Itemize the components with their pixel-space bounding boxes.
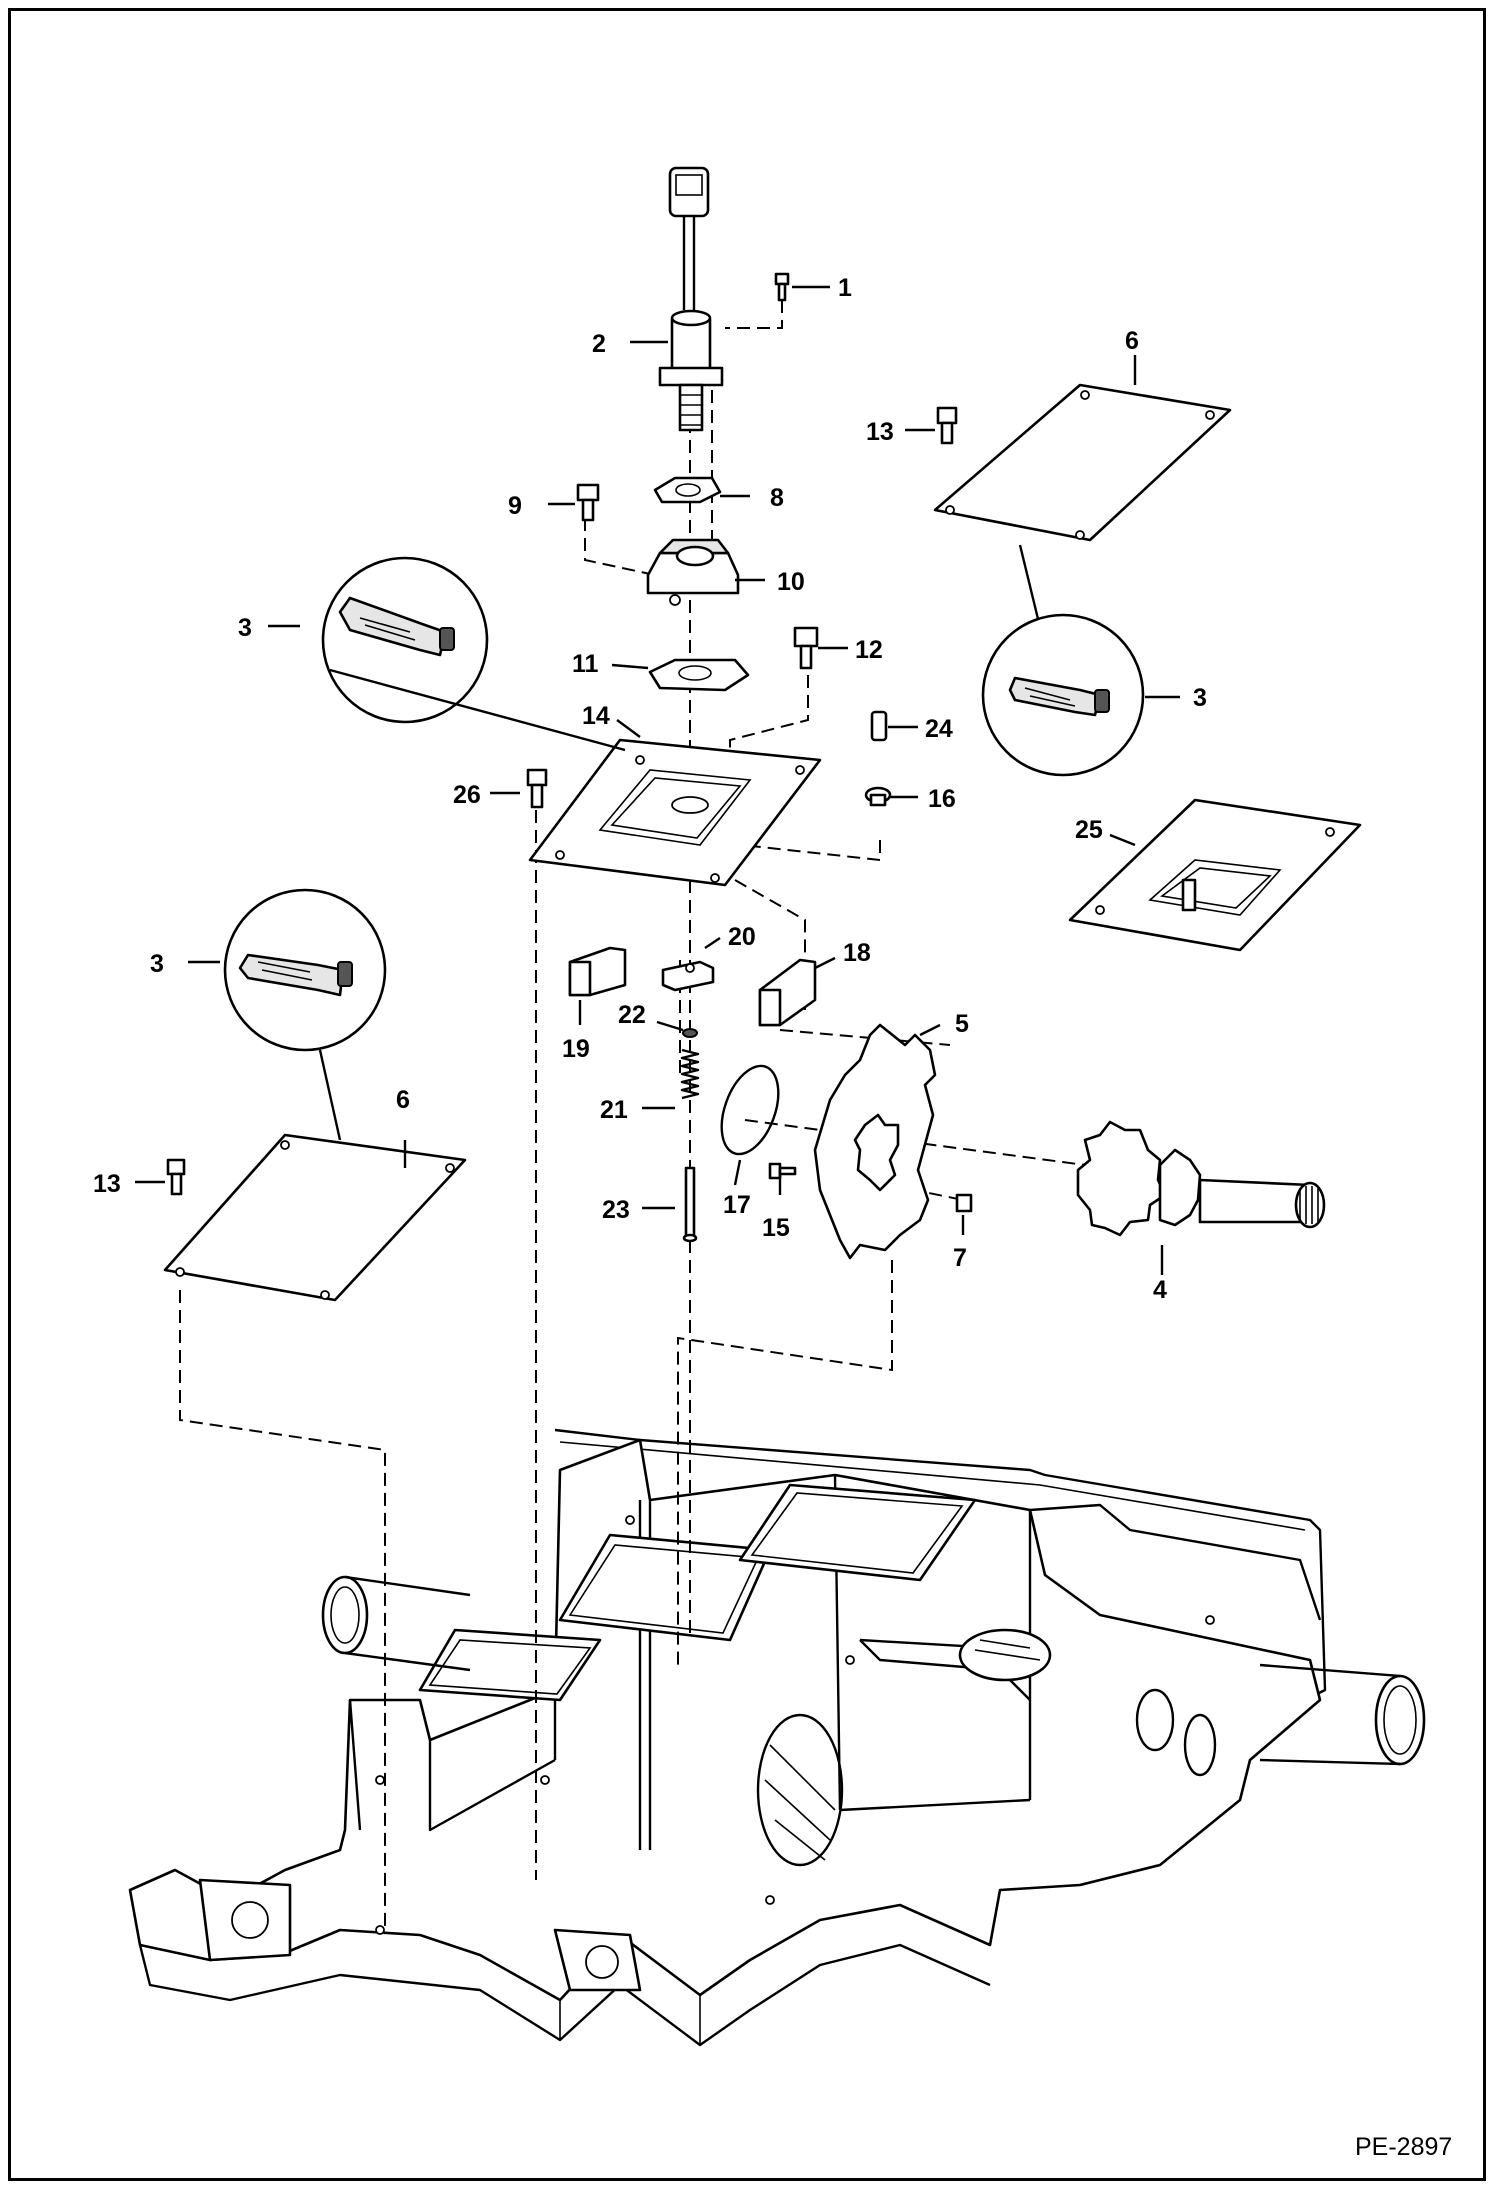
callout-9: 9 <box>508 492 522 520</box>
callout-22: 22 <box>618 1001 646 1029</box>
callout-leaders <box>135 285 1180 1275</box>
pin-part-24 <box>870 710 888 742</box>
pin-part-23 <box>682 1166 698 1243</box>
valve-body-part-10 <box>646 538 740 606</box>
spring-part-21 <box>680 1048 700 1100</box>
disc-part-5 <box>813 1023 937 1260</box>
bolt-part-9 <box>576 483 600 522</box>
callout-2: 2 <box>592 330 606 358</box>
callout-3a: 3 <box>238 614 252 642</box>
callout-3c: 3 <box>150 950 164 978</box>
callout-13b: 13 <box>93 1170 121 1198</box>
cover-plate-part-6-upper <box>933 383 1232 542</box>
bolt-part-26 <box>526 768 548 809</box>
sealant-tube-callout-lower-left <box>223 888 387 1141</box>
gasket-part-11 <box>648 658 750 692</box>
callout-8: 8 <box>770 484 784 512</box>
bolt-part-12 <box>793 626 819 670</box>
snap-ring-part-17 <box>720 1064 780 1156</box>
washer-part-22 <box>682 1028 698 1038</box>
callout-10: 10 <box>777 568 805 596</box>
callout-23: 23 <box>602 1196 630 1224</box>
bolt-part-13-upper <box>936 406 958 445</box>
chassis-frame <box>128 1428 1426 2047</box>
callout-12: 12 <box>855 636 883 664</box>
callout-26: 26 <box>453 781 481 809</box>
callout-6a: 6 <box>1125 327 1139 355</box>
callout-5: 5 <box>955 1010 969 1038</box>
callout-18: 18 <box>843 939 871 967</box>
callout-6b: 6 <box>396 1086 410 1114</box>
plate-part-25 <box>1068 798 1362 952</box>
nut-part-7 <box>955 1193 973 1213</box>
callout-4: 4 <box>1153 1276 1167 1304</box>
callout-20: 20 <box>728 923 756 951</box>
block-part-19 <box>568 946 627 997</box>
callout-14: 14 <box>582 702 610 730</box>
cover-plate-part-6-lower <box>163 1133 467 1302</box>
callout-7: 7 <box>953 1244 967 1272</box>
callout-19: 19 <box>562 1035 590 1063</box>
callout-15: 15 <box>762 1214 790 1242</box>
bolt-part-13-lower <box>166 1158 186 1196</box>
plate-part-14 <box>528 738 822 887</box>
gasket-part-8 <box>653 476 722 504</box>
callout-1: 1 <box>838 274 852 302</box>
callout-24: 24 <box>925 715 953 743</box>
callout-16: 16 <box>928 785 956 813</box>
callout-labels: 1 2 3 3 3 4 5 6 6 7 8 9 10 11 12 13 13 1… <box>93 274 1207 1304</box>
washer-part-16 <box>864 786 892 807</box>
callout-17: 17 <box>723 1191 751 1219</box>
sealant-tube-callout-upper-left <box>321 556 626 752</box>
screw-part-1 <box>774 272 790 302</box>
screw-part-15 <box>768 1162 797 1180</box>
callout-11: 11 <box>572 650 599 678</box>
callout-25: 25 <box>1075 816 1103 844</box>
block-part-18 <box>758 958 817 1027</box>
callout-3b: 3 <box>1193 684 1207 712</box>
drawing-code: PE-2897 <box>1355 2133 1452 2161</box>
solenoid-valve <box>658 166 724 432</box>
sprocket-shaft-part-4 <box>1076 1120 1326 1237</box>
sealant-tube-callout-right <box>981 544 1145 777</box>
callout-13a: 13 <box>866 418 894 446</box>
callout-21: 21 <box>600 1096 628 1124</box>
block-part-20 <box>661 960 715 992</box>
